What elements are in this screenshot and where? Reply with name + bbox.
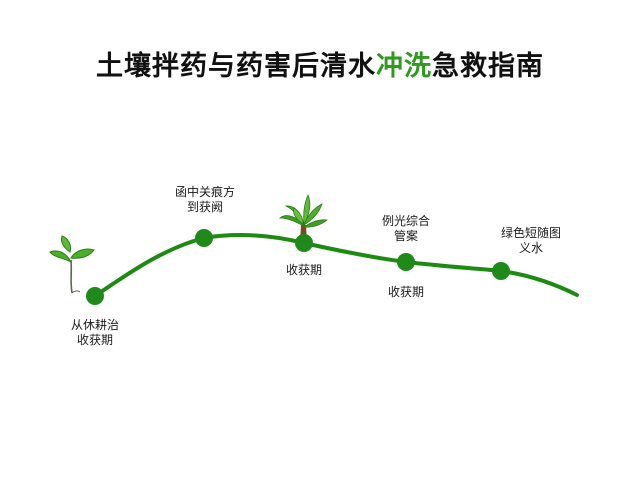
stage-label-line: 例光综合: [381, 214, 430, 228]
page-title: 土壤拌药与药害后清水冲洗急救指南: [0, 44, 640, 83]
stage-label-line: 收获期: [387, 285, 424, 299]
stage-label-3: 收获期: [274, 263, 334, 278]
stage-label-4b: 收获期: [376, 285, 436, 300]
tree-icon: [278, 194, 328, 242]
stage-node-2: [195, 229, 213, 247]
stage-label-1: 从休耕治 收获期: [55, 318, 135, 348]
stage-node-4: [397, 253, 415, 271]
stage-label-2: 函中关痕方 到获阙: [160, 185, 250, 215]
stage-label-line: 函中关痕方: [174, 185, 235, 199]
stage-label-line: 义水: [518, 241, 543, 255]
stage-label-line: 绿色短随图: [500, 226, 561, 240]
title-text-highlight: 冲洗: [376, 51, 432, 82]
title-text-after: 急救指南: [432, 51, 544, 82]
stage-node-3: [295, 234, 313, 252]
stage-label-line: 管案: [393, 229, 418, 243]
stage-label-line: 到获阙: [186, 200, 223, 214]
stage-node-1: [86, 287, 104, 305]
stage-label-line: 收获期: [76, 333, 113, 347]
stage-label-line: 收获期: [285, 263, 322, 277]
seedling-icon: [49, 235, 95, 294]
stage-node-5: [492, 262, 510, 280]
stage-label-5: 绿色短随图 义水: [486, 226, 576, 256]
stage-label-4: 例光综合 管案: [366, 214, 446, 244]
title-text-before: 土壤拌药与药害后清水: [96, 51, 376, 82]
stage-label-line: 从休耕治: [70, 318, 119, 332]
